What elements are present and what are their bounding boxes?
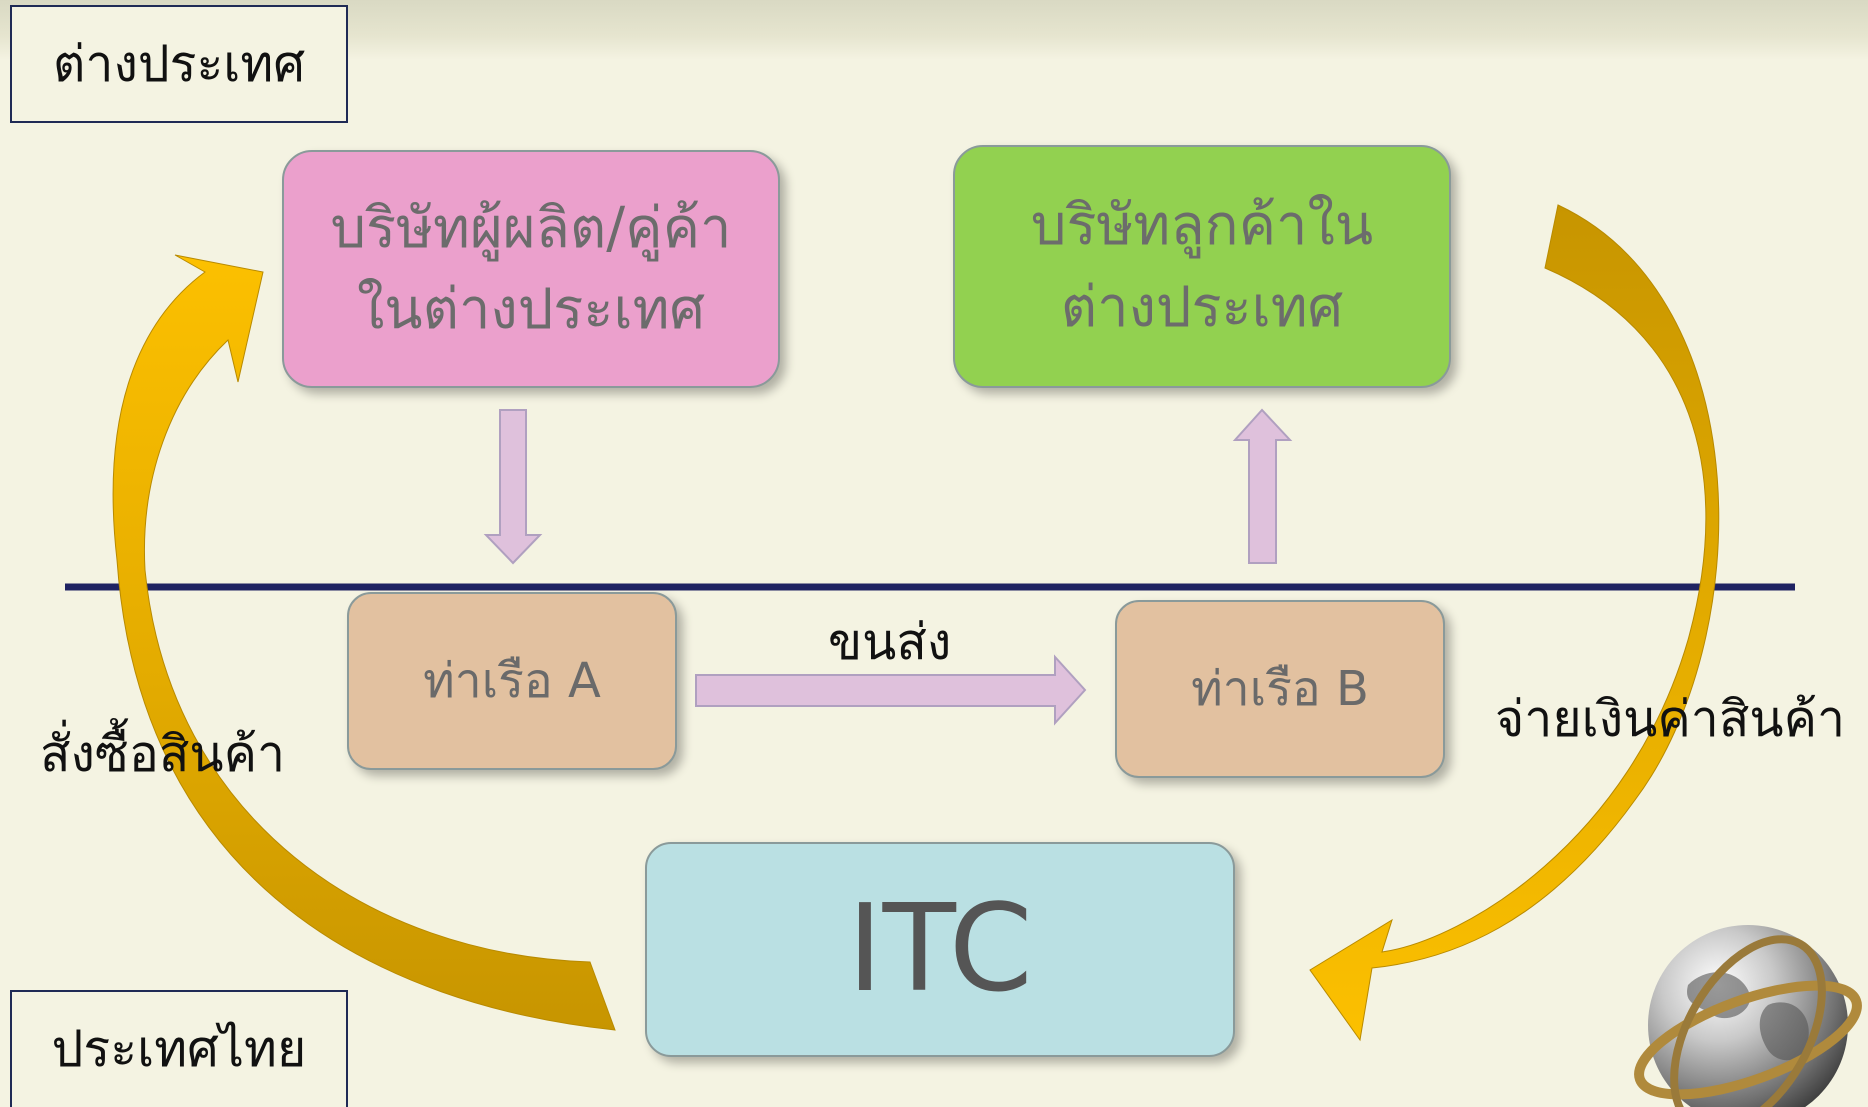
supplier-box: บริษัทผู้ผลิต/คู่ค้า ในต่างประเทศ xyxy=(282,150,780,388)
down-arrow xyxy=(483,409,543,565)
port-a-box: ท่าเรือ A xyxy=(347,592,677,770)
port-b-label: ท่าเรือ B xyxy=(1191,661,1369,717)
region-label-foreign: ต่างประเทศ xyxy=(10,5,348,123)
region-label-thailand-text: ประเทศไทย xyxy=(51,1020,307,1078)
up-arrow xyxy=(1232,408,1293,564)
globe-icon xyxy=(1634,925,1862,1107)
transport-label: ขนส่ง xyxy=(828,613,952,671)
order-label: สั่งซื้อสินค้า xyxy=(40,725,286,783)
transport-arrow xyxy=(695,654,1087,726)
itc-label: ITC xyxy=(847,880,1033,1019)
payment-curved-arrow xyxy=(1309,204,1720,1042)
supplier-line2: ในต่างประเทศ xyxy=(356,277,706,342)
payment-label: จ่ายเงินค่าสินค้า xyxy=(1495,690,1846,748)
customer-line2: ต่างประเทศ xyxy=(1060,274,1344,340)
customer-box: บริษัทลูกค้าใน ต่างประเทศ xyxy=(953,145,1451,388)
order-curved-arrow xyxy=(112,254,616,1031)
itc-box: ITC xyxy=(645,842,1235,1057)
customer-line1: บริษัทลูกค้าใน xyxy=(1030,193,1374,259)
supplier-line1: บริษัทผู้ผลิต/คู่ค้า xyxy=(330,195,732,261)
region-label-foreign-text: ต่างประเทศ xyxy=(52,34,306,93)
region-label-thailand: ประเทศไทย xyxy=(10,990,348,1107)
port-a-label: ท่าเรือ A xyxy=(423,653,601,709)
port-b-box: ท่าเรือ B xyxy=(1115,600,1445,778)
